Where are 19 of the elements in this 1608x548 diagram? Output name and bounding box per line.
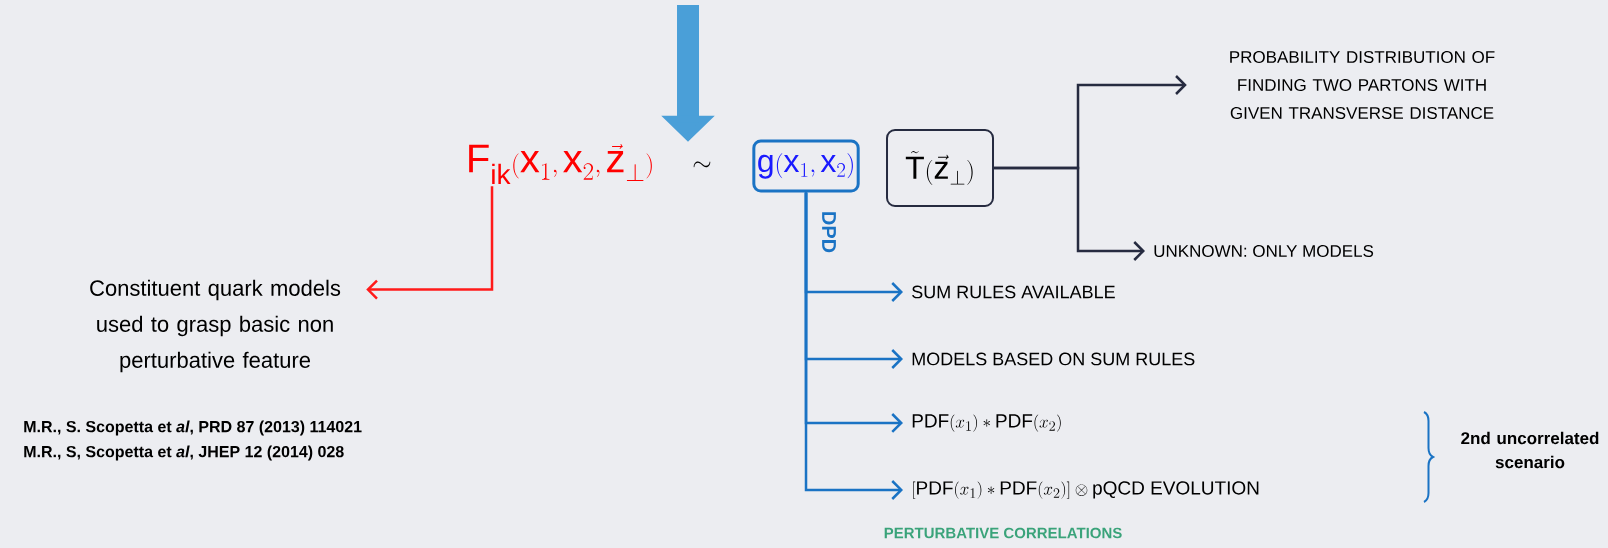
list-item: $\mathrm{PDF}(x_1)*\mathrm{PDF}(x_2)$ [912,414,1061,432]
arrow [366,186,494,300]
caption-text: PERTURBATIVE CORRELATIONS [884,527,1122,539]
list-item: SUM RULES AVAILABLE [912,285,1115,299]
list-item: MODELS BASED ON SUM RULES [912,352,1195,366]
description-text: Constituent quark models used to grasp basic non perturbative feature [90,279,341,373]
formula-box: $\mathrm{g}(\mathrm{x}_1, \mathrm{x}_2)$ [752,139,860,193]
list-item: $[\mathrm{PDF}(x_1)*\mathrm{PDF}(x_2)] \otimes \mathrm{pQCD\ EVOLUTION}$ [913,481,1259,499]
formula: $\mathrm{F}_{\mathrm{ik}}(\mathrm{x}_1, \mathrm{x}_2, \vec{\mathrm{z}}_{\perp})$ [469,144,652,184]
description-text: PROBABILITY DISTRIBUTION OF FINDING TWO PARTONS WITH GIVEN TRANSVERSE DISTANCE [1230,51,1495,119]
tilde-sign: $\sim$ [693,161,711,168]
reference-text: M.R., S. Scopetta et al, PRD 87 (2013) 114021 [24,420,362,436]
formula-box: $\tilde{\mathrm{T}}(\vec{\mathrm{z}}_{\perp})$ [886,129,994,207]
reference-text: M.R., S, Scopetta et al, JHEP 12 (2014) 028 [24,445,344,461]
description-text: UNKNOWN: ONLY MODELS [1154,244,1374,257]
brace-label: 2nd uncorrelated scenario [1461,431,1599,469]
arrow [994,166,1145,261]
arrow [804,192,903,500]
axis-label: DPD [822,212,836,253]
